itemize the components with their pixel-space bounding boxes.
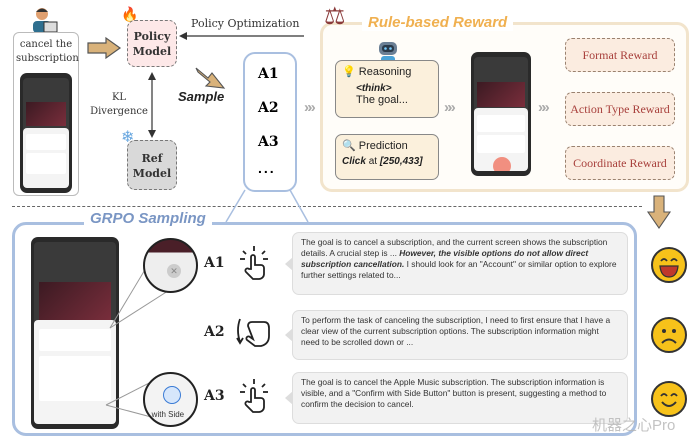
ref-model-box: Ref Model [127, 140, 177, 190]
reasoning-text: The goal... [356, 94, 408, 106]
answer-a1-text-1: The goal is to cancel a subscription, an… [301, 237, 608, 258]
think-tag: <think> [356, 83, 392, 94]
user-icon [30, 6, 58, 34]
kl-label-2: Divergence [90, 106, 148, 117]
tap-hand-icon [240, 246, 268, 280]
prediction-action: Click [342, 156, 366, 167]
zoom-circle-close-button: ✕ [143, 238, 198, 293]
coordinate-reward: Coordinate Reward [565, 146, 675, 180]
input-arrow [87, 36, 122, 60]
sample-label: Sample [178, 89, 225, 104]
prediction-phone-screenshot [471, 52, 531, 176]
click-point-marker [492, 157, 511, 171]
task-instruction: cancel the subscription [16, 39, 79, 64]
chevrons-icon: »» [538, 99, 549, 116]
answer-a1-text-bold: However, the visible options do not allo… [301, 248, 589, 269]
section-divider [12, 206, 642, 207]
reasoning-box: 💡 Reasoning <think> The goal... [335, 60, 439, 118]
zoom-circle-side-button: n with Side [143, 372, 198, 427]
sample-arrow [195, 67, 226, 89]
rule-based-reward-title: Rule-based Reward [362, 14, 514, 31]
close-icon: ✕ [167, 264, 181, 278]
watermark: 机器之心Pro [592, 417, 676, 434]
scroll-hand-icon [236, 318, 270, 347]
answer-text-a3: The goal is to cancel the Apple Music su… [285, 372, 628, 424]
prediction-title: Prediction [358, 140, 408, 152]
zoom-connector-lines [225, 189, 309, 223]
tap-hand-icon [240, 379, 268, 413]
reasoning-title: Reasoning [358, 66, 412, 78]
scales-icon: ⚖ [324, 3, 346, 30]
smiling-face-icon [651, 381, 687, 417]
zoom-caption: n with Side [145, 410, 185, 419]
sample-a2: A2 [258, 100, 279, 116]
policy-optimization-label: Policy Optimization [191, 17, 300, 30]
prediction-coords: [250,433] [379, 156, 423, 167]
side-button-icon [163, 386, 181, 404]
grpo-phone-screenshot [31, 237, 119, 429]
kl-double-arrow [148, 72, 156, 138]
format-reward: Format Reward [565, 38, 675, 72]
answer-text-a2: To perform the task of canceling the sub… [285, 310, 628, 360]
chevrons-icon: »» [304, 99, 315, 116]
task-card [13, 32, 79, 196]
chevrons-icon: »» [444, 99, 455, 116]
laughing-face-icon [651, 247, 687, 283]
policy-model-label-2: Model [132, 45, 172, 58]
lightbulb-icon: 💡 [342, 66, 356, 78]
sad-face-icon [651, 317, 687, 353]
answer-a1-text-2: I should look for an "Account" or simila… [301, 259, 617, 280]
kl-label-1: KL [111, 92, 127, 103]
answer-label-a3: A3 [204, 388, 225, 404]
policy-model-label-1: Policy [133, 30, 171, 43]
task-phone-screenshot [20, 73, 72, 193]
answer-a2-text: To perform the task of canceling the sub… [301, 315, 611, 347]
prediction-box: 🔍 Prediction Click at [250,433] [335, 134, 439, 180]
answer-text-a1: The goal is to cancel a subscription, an… [285, 232, 628, 295]
action-type-reward: Action Type Reward [565, 92, 675, 126]
policy-optimization-arrow [179, 32, 304, 40]
sample-ellipsis: ... [258, 160, 276, 176]
prediction-at: at [368, 156, 378, 167]
answer-label-a1: A1 [204, 255, 225, 271]
sample-a1: A1 [258, 66, 279, 82]
kl-divergence-label: KL Divergence [88, 91, 150, 119]
reward-down-arrow [646, 195, 672, 229]
samples-box [243, 52, 297, 192]
sample-a3: A3 [258, 134, 279, 150]
ref-model-label-1: Ref [141, 152, 163, 165]
grpo-sampling-panel [12, 222, 637, 436]
fire-icon: 🔥 [121, 6, 139, 22]
grpo-sampling-title: GRPO Sampling [84, 210, 212, 227]
policy-model-box: Policy Model [127, 20, 177, 67]
magnifier-icon: 🔍 [342, 140, 356, 152]
ref-model-label-2: Model [132, 167, 172, 180]
answer-label-a2: A2 [204, 324, 225, 340]
answer-a3-text: The goal is to cancel the Apple Music su… [301, 377, 607, 409]
